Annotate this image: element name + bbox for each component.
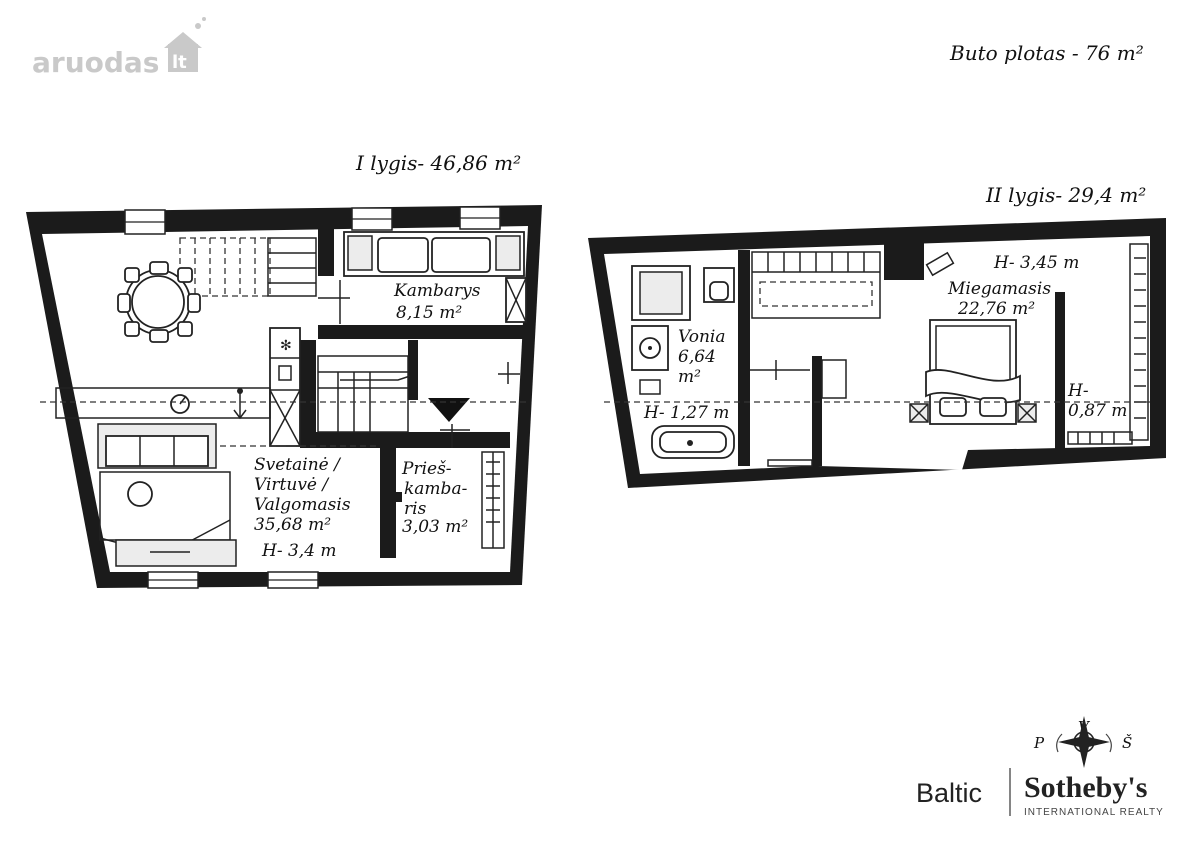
watermark-suffix: lt [172,52,187,73]
level2-plan: Vonia 6,64 m² H- 1,27 m H- 3,45 m Miegam… [588,218,1166,488]
kambarys-sofa [343,231,527,323]
watermark-smoke-icon [202,17,206,21]
interior-wall [812,356,822,466]
low-height-line2: 0,87 m [1068,401,1127,421]
kitchen-counter [55,387,271,419]
hall-wardrobe [481,451,505,549]
compass-cross-icon [1058,736,1110,748]
level2-title: II lygis- 29,4 m² [985,183,1146,207]
bedroom-name: Miegamasis [947,279,1051,299]
living-line2: Virtuvė / [254,475,330,495]
living-height: H- 3,4 m [261,541,337,561]
hall-line2: kamba- [404,479,468,499]
compass-west-label: P [1033,734,1045,752]
bedside-cabinet [821,359,847,399]
hall-line3: ris [404,499,427,519]
living-sofa [97,423,217,469]
compass: V P Š [1033,716,1132,768]
vonia-name: Vonia [678,327,725,347]
interior-wall [1055,292,1065,450]
interior-wall [318,228,334,276]
heater-icon [925,251,955,277]
interior-wall [318,325,528,339]
watermark-name: aruodas [32,46,159,79]
kambarys-name: Kambarys [393,281,481,301]
dining-table [117,261,201,343]
total-area-label: Buto plotas - 76 m² [949,41,1144,65]
interior-wall [300,340,316,446]
entrance-marker-icon [428,398,470,422]
interior-wall [408,340,418,400]
living-line3: Valgomasis [254,495,351,515]
tv-unit [115,539,237,567]
living-line1: Svetainė / [254,455,342,475]
low-height-line1: H- [1067,381,1089,401]
watermark-house-icon [168,44,198,72]
interior-wall [380,448,396,558]
interior-wall [884,240,924,280]
level1-title: I lygis- 46,86 m² [355,151,521,175]
kambarys-area: 8,15 m² [396,303,462,323]
watermark-smoke-icon [195,23,201,29]
brand-region: Baltic [916,778,982,808]
level2-wardrobe [1067,243,1149,445]
hall-line1: Prieš- [401,459,452,479]
bathroom-fixtures [631,265,735,459]
svg-text:✻: ✻ [280,338,292,354]
compass-east-label: Š [1122,734,1132,752]
level1-plan: ✻ [26,205,542,589]
bed [909,319,1037,425]
vonia-area-unit: m² [678,367,701,387]
brand-subtitle: INTERNATIONAL REALTY [1024,807,1164,818]
staircase-upper [179,237,317,297]
watermark-logo: aruodas lt [32,17,206,79]
interior-wall [300,432,510,448]
interior-wall [738,250,750,466]
vonia-height: H- 1,27 m [643,403,729,423]
kitchen-units: ✻ [269,327,301,447]
bedroom-area: 22,76 m² [957,299,1035,319]
watermark-roof-icon [164,32,202,48]
vonia-area-num: 6,64 [678,347,716,367]
brand-logo: Baltic Sotheby's INTERNATIONAL REALTY [916,768,1164,818]
brand-name: Sotheby's [1024,771,1147,804]
living-area: 35,68 m² [254,515,331,535]
bedroom-height: H- 3,45 m [993,253,1079,273]
staircase-level2 [751,251,881,319]
interior-wall [380,492,402,502]
hall-area: 3,03 m² [402,517,468,537]
